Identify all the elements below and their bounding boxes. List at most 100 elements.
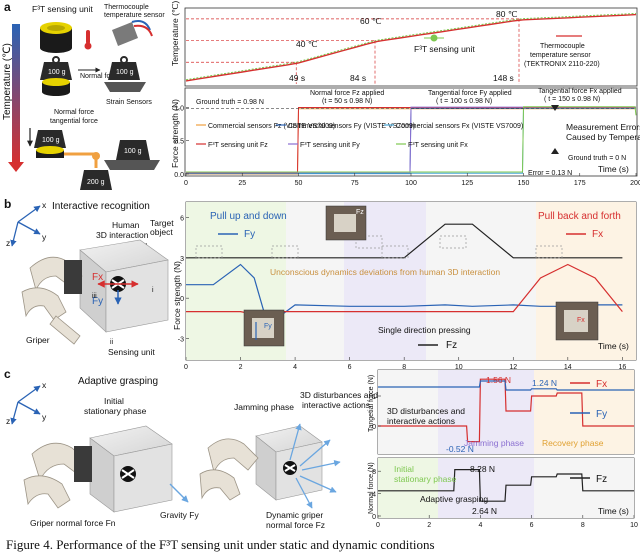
c-bot-xtick-label: 8 xyxy=(581,522,585,529)
phase-zone-4 xyxy=(426,202,536,360)
b-xtick-label: 0 xyxy=(184,364,188,371)
force-a-xtick-label: 0 xyxy=(184,180,188,187)
legend-c-fz: Fz xyxy=(596,474,607,485)
panel-b-ylabel: Force strength (N) xyxy=(172,261,182,330)
legend-c-fy: Fy xyxy=(596,409,607,420)
c-bot-xtick-label: 2 xyxy=(427,522,431,529)
griper-normal-label: Griper normal force Fn xyxy=(30,518,116,528)
griper-label: Griper xyxy=(26,335,50,345)
b-ytick-label: -3 xyxy=(178,337,184,344)
error-marker-top-icon xyxy=(551,105,559,111)
svg-text:Commercial sensors Fx (VISTE V: Commercial sensors Fx (VISTE VS7009) xyxy=(396,123,523,130)
temperature-arrow-icon xyxy=(8,162,24,172)
temperature-chart-frame xyxy=(184,7,638,87)
deviation-box-3 xyxy=(381,245,409,259)
thermocouple-label: Thermocouple xyxy=(104,4,149,11)
weight-icon-5: 200 g xyxy=(80,170,112,190)
weight-icon-3: 100 g xyxy=(34,130,66,158)
svg-text:F³T sensing unit Fy: F³T sensing unit Fy xyxy=(300,142,360,149)
b-xtick-label: 12 xyxy=(509,364,517,371)
deviation-note: Unconscious dynamics deviations from hum… xyxy=(270,267,500,277)
single-pressing-label: Single direction pressing xyxy=(378,325,471,335)
initial-phase-label-2: stationary phase xyxy=(84,406,147,416)
gripper-icon xyxy=(21,256,83,345)
cube-c1 xyxy=(89,425,173,513)
legend-tc-3: (TEKTRONIX 2110-220) xyxy=(524,61,600,68)
target-object-label: Target xyxy=(150,218,174,228)
c-top-series-fx xyxy=(378,378,634,443)
jamming-phase-label: Jamming phase xyxy=(234,402,294,412)
svg-text:Commercial sensors Fy (VISTE V: Commercial sensors Fy (VISTE VS7009) xyxy=(288,123,415,130)
c-bot-xtick-label: 10 xyxy=(630,522,638,529)
pull-up-down-label: Pull up and down xyxy=(210,211,287,222)
panel-b-title: Interactive recognition xyxy=(52,201,150,212)
b-xtick-label: 14 xyxy=(564,364,572,371)
panel-b-illustration: x y z Human 3D interaction Target object… xyxy=(6,200,174,357)
panel-c-top-ylabel: Tangetial force (N) xyxy=(368,375,375,432)
legend-f3t: F³T sensing unit xyxy=(414,44,475,54)
svg-text:iii: iii xyxy=(92,293,97,300)
panel-c-chart-bottom: Normal force (N) Initial stationary phas… xyxy=(368,457,635,519)
force-a-xtick-label: 50 xyxy=(295,180,303,187)
marker-60c: 60 ℃ xyxy=(360,16,382,26)
svg-text:200 g: 200 g xyxy=(87,179,105,186)
panel-a-illustration: F³T sensing unit Thermocouple temperatur… xyxy=(2,4,165,190)
dynamic-griper-label: Dynamic griper xyxy=(266,510,323,520)
target-object-label-2: object xyxy=(150,227,173,237)
svg-text:y: y xyxy=(42,412,47,422)
ground-truth-top: Ground truth = 0.98 N xyxy=(196,99,264,106)
pulley-cord xyxy=(64,152,98,168)
normal-tangential-label-2: tangential force xyxy=(50,118,98,125)
pull-back-forth-label: Pull back and forth xyxy=(538,211,621,222)
b-ytick-label: 3 xyxy=(180,256,184,263)
svg-text:y: y xyxy=(42,232,47,242)
normal-force-label: Normal force xyxy=(80,73,120,80)
svg-text:100 g: 100 g xyxy=(48,69,66,76)
dynamic-griper-label-2: normal force Fz xyxy=(266,520,325,530)
panel-c-title: Adaptive grasping xyxy=(78,376,158,387)
panel-c-top-axis: 01 xyxy=(372,394,381,431)
deviation-box-4 xyxy=(439,235,467,249)
disturbance-arrows xyxy=(289,423,341,509)
c-bottom-series-fz xyxy=(378,469,634,502)
panel-c-xlabel: Time (s) xyxy=(598,506,629,516)
svg-text:Fz: Fz xyxy=(356,209,364,216)
val-264: 2.64 N xyxy=(472,506,497,516)
svg-text:100 g: 100 g xyxy=(124,148,142,155)
force-a-xtick-label: 200 xyxy=(630,180,640,187)
c-top-ytick-label: 0 xyxy=(372,424,376,431)
fx-applied-annotation-2: ( t = 150 s 0.98 N) xyxy=(544,96,600,103)
thermometer-icon xyxy=(84,30,92,50)
svg-text:z: z xyxy=(6,416,10,426)
fy-applied-annotation: Tangential force Fy applied xyxy=(428,90,512,97)
marker-40c: 40 ℃ xyxy=(296,39,318,49)
measurement-errors-1: Measurement Errors xyxy=(566,122,640,132)
force-a-ytick-label: 0.0 xyxy=(174,172,184,179)
thermocouple-series-line xyxy=(185,13,637,82)
gravity-label: Gravity Fy xyxy=(160,510,199,520)
human-interaction-label-2: 3D interaction xyxy=(96,230,149,240)
initial-chart-2: stationary phase xyxy=(394,474,457,484)
legend-c-fx: Fx xyxy=(596,379,607,390)
figure-caption: Figure 4. Performance of the F³T sensing… xyxy=(6,537,435,552)
svg-text:z: z xyxy=(6,238,10,248)
temperature-chart-marks xyxy=(185,12,637,84)
temperature-chart: Temperature (℃) 40 ℃ 60 ℃ 80 ℃ 49 s 84 s… xyxy=(170,1,638,87)
sensing-unit-label: F³T sensing unit xyxy=(32,4,93,14)
panel-b-chart: Force strength (N) Pull up and down Pull… xyxy=(172,201,637,361)
force-a-xtick-label: 25 xyxy=(238,180,246,187)
panel-b-xlabel: Time (s) xyxy=(598,341,629,351)
force-a-xtick-label: 150 xyxy=(518,180,530,187)
panel-c-bottom-ylabel: Normal force (N) xyxy=(368,462,375,514)
b-xtick-label: 4 xyxy=(293,364,297,371)
svg-text:Commercial sensors Fz (VISTE V: Commercial sensors Fz (VISTE VS7009) xyxy=(208,123,335,130)
fy-label: Fy xyxy=(92,296,103,307)
force-a-ytick-label: 0.5 xyxy=(174,139,184,146)
panel-c-illustration: x y z Initial stationary phase Jamming p… xyxy=(6,380,378,530)
deviation-box-2 xyxy=(355,235,383,249)
gripper-c1-icon xyxy=(23,442,92,509)
ground-truth-zero: Ground truth = 0 N xyxy=(568,155,626,162)
fx-applied-annotation: Tangential force Fx applied xyxy=(538,88,622,95)
